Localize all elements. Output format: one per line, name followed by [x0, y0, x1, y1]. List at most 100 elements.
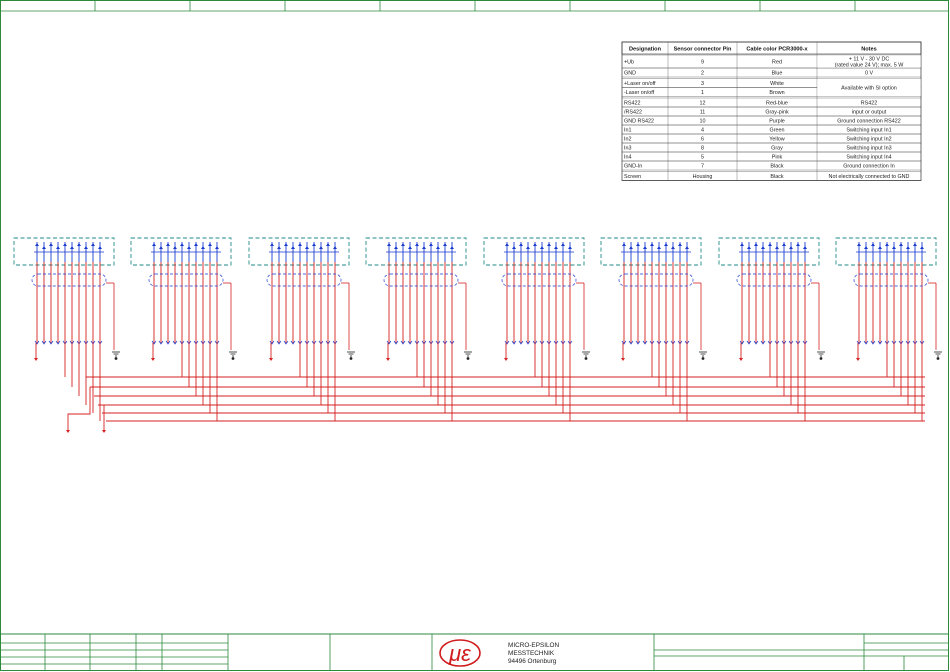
table-cell-pin: 7 [701, 164, 704, 170]
table-cell-designation: /RS422 [624, 110, 642, 116]
connector-array [13, 237, 942, 361]
ground-symbol-icon [699, 351, 707, 360]
cable-shield [383, 273, 459, 287]
table-cell-pin: 12 [700, 101, 706, 107]
company-address: 94496 Ortenburg [508, 658, 557, 665]
table-cell-pin: Housing [693, 174, 713, 180]
table-cell-pin: 4 [701, 128, 704, 134]
sensor-connector-2 [130, 237, 237, 361]
table-cell-designation: GND RS422 [624, 119, 654, 125]
table-cell-notes: 0 V [865, 71, 873, 77]
ground-symbol-icon [934, 351, 942, 360]
table-cell-pin: 9 [701, 60, 704, 66]
connector-housing [13, 237, 115, 266]
table-cell-notes: Not electrically connected to GND [829, 174, 910, 180]
table-cell-color: Purple [769, 119, 785, 125]
cable-shield [501, 273, 577, 287]
table-cell-designation: In3 [624, 146, 632, 152]
table-cell-designation: In4 [624, 155, 632, 161]
ground-symbol-icon [464, 351, 472, 360]
pin-assignment-table: Designation Sensor connector Pin Cable col… [621, 41, 922, 181]
table-cell-notes: Switching input In1 [846, 128, 891, 134]
cable-shield [618, 273, 694, 287]
table-cell-notes: Switching input In3 [846, 146, 891, 152]
top-ruler [94, 0, 856, 11]
table-cell-color: Blue [772, 71, 783, 77]
connector-housing [248, 237, 350, 266]
cable-shield [148, 273, 224, 287]
ground-symbol-icon [112, 351, 120, 360]
table-cell-color: Gray [771, 146, 783, 152]
table-cell-color: Yellow [769, 137, 784, 143]
cable-shield [31, 273, 107, 287]
sensor-connector-8 [835, 237, 942, 361]
company-division: MESSTECHNIK [508, 650, 555, 657]
company-name: MICRO-EPSILON [508, 642, 560, 649]
connector-housing [483, 237, 585, 266]
table-cell-pin: 8 [701, 146, 704, 152]
ground-symbol-icon [582, 351, 590, 360]
cable-shield [736, 273, 812, 287]
table-cell-color: White [770, 81, 784, 87]
table-cell-designation: GND [624, 71, 636, 77]
table-cell-color: Pink [772, 155, 783, 161]
table-header: Designation [629, 47, 662, 53]
title-block-grid [0, 633, 949, 671]
table-cell-pin: 10 [700, 119, 706, 125]
connector-housing [600, 237, 702, 266]
ground-symbol-icon [347, 351, 355, 360]
table-cell-notes: input or output [852, 110, 887, 116]
table-cell-notes: RS422 [861, 101, 877, 107]
table-cell-designation: Screen [624, 174, 641, 180]
wiring-bus [64, 343, 925, 433]
table-header: Notes [861, 47, 877, 53]
table-cell-pin: 1 [701, 90, 704, 96]
cable-shield [853, 273, 929, 287]
table-cell-designation: RS422 [624, 101, 640, 107]
sensor-connector-6 [600, 237, 707, 361]
table-cell-color: Black [770, 164, 783, 170]
table-cell-notes: Switching input In2 [846, 137, 891, 143]
svg-text:με: με [448, 641, 471, 666]
table-note-supply-detail: (rated value 24 V); max. 5 W [835, 62, 905, 68]
table-cell-designation: In2 [624, 137, 632, 143]
table-header: Sensor connector Pin [674, 47, 732, 53]
connector-housing [835, 237, 937, 266]
table-cell-notes: Ground connection RS422 [837, 119, 901, 125]
sensor-connector-1 [13, 237, 120, 361]
table-cell-pin: 2 [701, 71, 704, 77]
table-cell-designation: GND-In [624, 164, 642, 170]
sensor-connector-7 [718, 237, 825, 361]
output-lead [67, 387, 91, 432]
table-cell-pin: 5 [701, 155, 704, 161]
table-cell-color: Green [770, 128, 785, 134]
table-cell-notes: Switching input In4 [846, 155, 891, 161]
table-cell-notes: Ground connection In [843, 164, 895, 170]
connector-housing [365, 237, 467, 266]
ground-symbol-icon [229, 351, 237, 360]
sensor-connector-3 [248, 237, 355, 361]
cable-shield [266, 273, 342, 287]
connector-housing [718, 237, 820, 266]
micro-epsilon-logo-icon: με [439, 639, 481, 667]
table-cell-pin: 3 [701, 81, 704, 87]
table-cell-designation: -Laser on/off [624, 90, 655, 96]
connector-housing [130, 237, 232, 266]
table-cell-color: Red-blue [766, 101, 788, 107]
table-cell-color: Black [770, 174, 783, 180]
table-cell-pin: 6 [701, 137, 704, 143]
table-cell-pin: 11 [700, 110, 706, 116]
sensor-connector-4 [365, 237, 472, 361]
sensor-connector-5 [483, 237, 590, 361]
table-note-laser: Available with SI option [841, 86, 897, 92]
table-cell-color: Brown [769, 90, 784, 96]
table-header: Cable color PCR3000-x [746, 47, 808, 53]
ground-symbol-icon [817, 351, 825, 360]
table-cell-color: Red [772, 60, 782, 66]
table-cell-designation: In1 [624, 128, 632, 134]
table-note-supply: + 11 V - 30 V DC [849, 57, 890, 63]
table-cell-color: Gray-pink [765, 110, 789, 116]
table-cell-designation: +Laser on/off [624, 81, 656, 87]
table-cell-designation: +Ub [624, 60, 634, 66]
